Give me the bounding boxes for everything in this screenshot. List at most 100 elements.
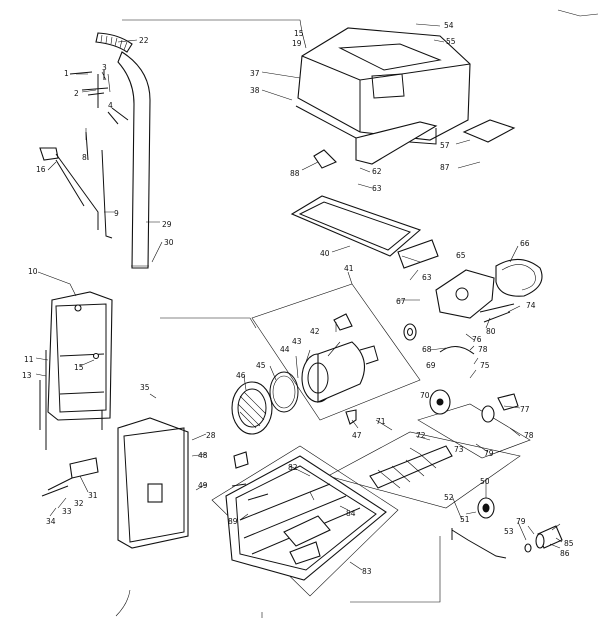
bottom-plate-49 (211, 445, 399, 597)
label-11: 11 (24, 355, 34, 364)
end-cap-70 (429, 389, 451, 415)
bumper-65 (397, 239, 439, 269)
label-28: 28 (206, 431, 216, 440)
label-86: 86 (560, 549, 570, 558)
label-8: 8 (82, 153, 87, 162)
label-72: 72 (416, 431, 426, 440)
label-80: 80 (486, 327, 496, 336)
label-67: 67 (396, 297, 406, 306)
label-54: 54 (444, 21, 454, 30)
label-3: 3 (102, 63, 107, 72)
nut-47 (345, 409, 357, 425)
label-73: 73 (454, 445, 464, 454)
washer-53 (524, 543, 532, 553)
label-79b: 79 (516, 517, 526, 526)
label-79: 79 (484, 449, 494, 458)
handle-tube-29 (117, 51, 151, 269)
label-82: 82 (288, 463, 298, 472)
label-63b: 63 (422, 273, 432, 282)
label-62: 62 (372, 167, 382, 176)
label-48: 48 (198, 451, 208, 460)
label-38: 38 (250, 86, 260, 95)
label-55: 55 (446, 37, 456, 46)
bag-housing-front-48 (117, 417, 249, 549)
wheel-50 (477, 497, 495, 519)
agitator-frame (327, 403, 531, 509)
bearing-77 (481, 393, 519, 423)
label-40: 40 (320, 249, 330, 258)
label-65: 65 (456, 251, 466, 260)
label-42: 42 (310, 327, 320, 336)
label-89: 89 (228, 517, 238, 526)
agitator-72 (369, 445, 453, 489)
label-66: 66 (520, 239, 530, 248)
label-44: 44 (280, 345, 290, 354)
label-31: 31 (88, 491, 98, 500)
roller-86 (535, 525, 563, 549)
label-34: 34 (46, 517, 56, 526)
hose-grip-22 (95, 32, 133, 53)
belt-66 (495, 258, 543, 297)
handle-bracket-frame (39, 291, 113, 450)
label-77: 77 (520, 405, 530, 414)
filter-plate-40 (290, 195, 422, 257)
label-45: 45 (256, 361, 266, 370)
label-50: 50 (480, 477, 490, 486)
leader-lines (35, 9, 599, 617)
handle-hardware (39, 70, 129, 239)
label-76: 76 (472, 335, 482, 344)
latch-58 (313, 149, 337, 169)
part-labels: 22 1 3 2 4 8 16 9 29 30 10 11 13 15 35 2… (22, 21, 574, 576)
label-71: 71 (376, 417, 386, 426)
gasket-45 (269, 371, 299, 413)
strap-69 (439, 346, 475, 355)
label-85: 85 (564, 539, 574, 548)
label-30: 30 (164, 238, 174, 247)
label-19: 19 (292, 39, 302, 48)
label-78b: 78 (524, 431, 534, 440)
washer-68 (403, 323, 417, 341)
label-46: 46 (236, 371, 246, 380)
label-69: 69 (426, 361, 436, 370)
label-51: 51 (460, 515, 470, 524)
label-33: 33 (62, 507, 72, 516)
label-63: 63 (372, 184, 382, 193)
label-57: 57 (440, 141, 450, 150)
label-88: 88 (290, 169, 300, 178)
label-2: 2 (74, 89, 79, 98)
bumper-strip (355, 121, 438, 165)
axle-52 (451, 528, 507, 559)
label-37: 37 (250, 69, 260, 78)
label-16: 16 (36, 165, 46, 174)
label-75: 75 (480, 361, 490, 370)
label-41: 41 (344, 264, 354, 273)
label-9: 9 (114, 209, 119, 218)
label-74: 74 (526, 301, 536, 310)
motor-43 (301, 341, 379, 403)
label-68: 68 (422, 345, 432, 354)
agitator-guard-74 (479, 303, 515, 323)
label-32: 32 (74, 499, 84, 508)
label-83: 83 (362, 567, 372, 576)
label-47: 47 (352, 431, 362, 440)
foot-pedal-31 (41, 457, 99, 497)
filter-cover-57 (462, 119, 516, 143)
label-22: 22 (139, 36, 149, 45)
label-15b: 15 (74, 363, 84, 372)
label-29: 29 (162, 220, 172, 229)
fan-46 (231, 381, 273, 435)
brush-42 (333, 313, 353, 331)
label-70: 70 (420, 391, 430, 400)
label-13: 13 (22, 371, 32, 380)
label-10: 10 (28, 267, 38, 276)
label-52: 52 (444, 493, 454, 502)
label-43: 43 (292, 337, 302, 346)
label-4: 4 (108, 101, 113, 110)
label-35: 35 (140, 383, 150, 392)
label-49: 49 (198, 481, 208, 490)
label-87: 87 (440, 163, 450, 172)
hood-cover-38 (295, 27, 471, 145)
label-78: 78 (478, 345, 488, 354)
